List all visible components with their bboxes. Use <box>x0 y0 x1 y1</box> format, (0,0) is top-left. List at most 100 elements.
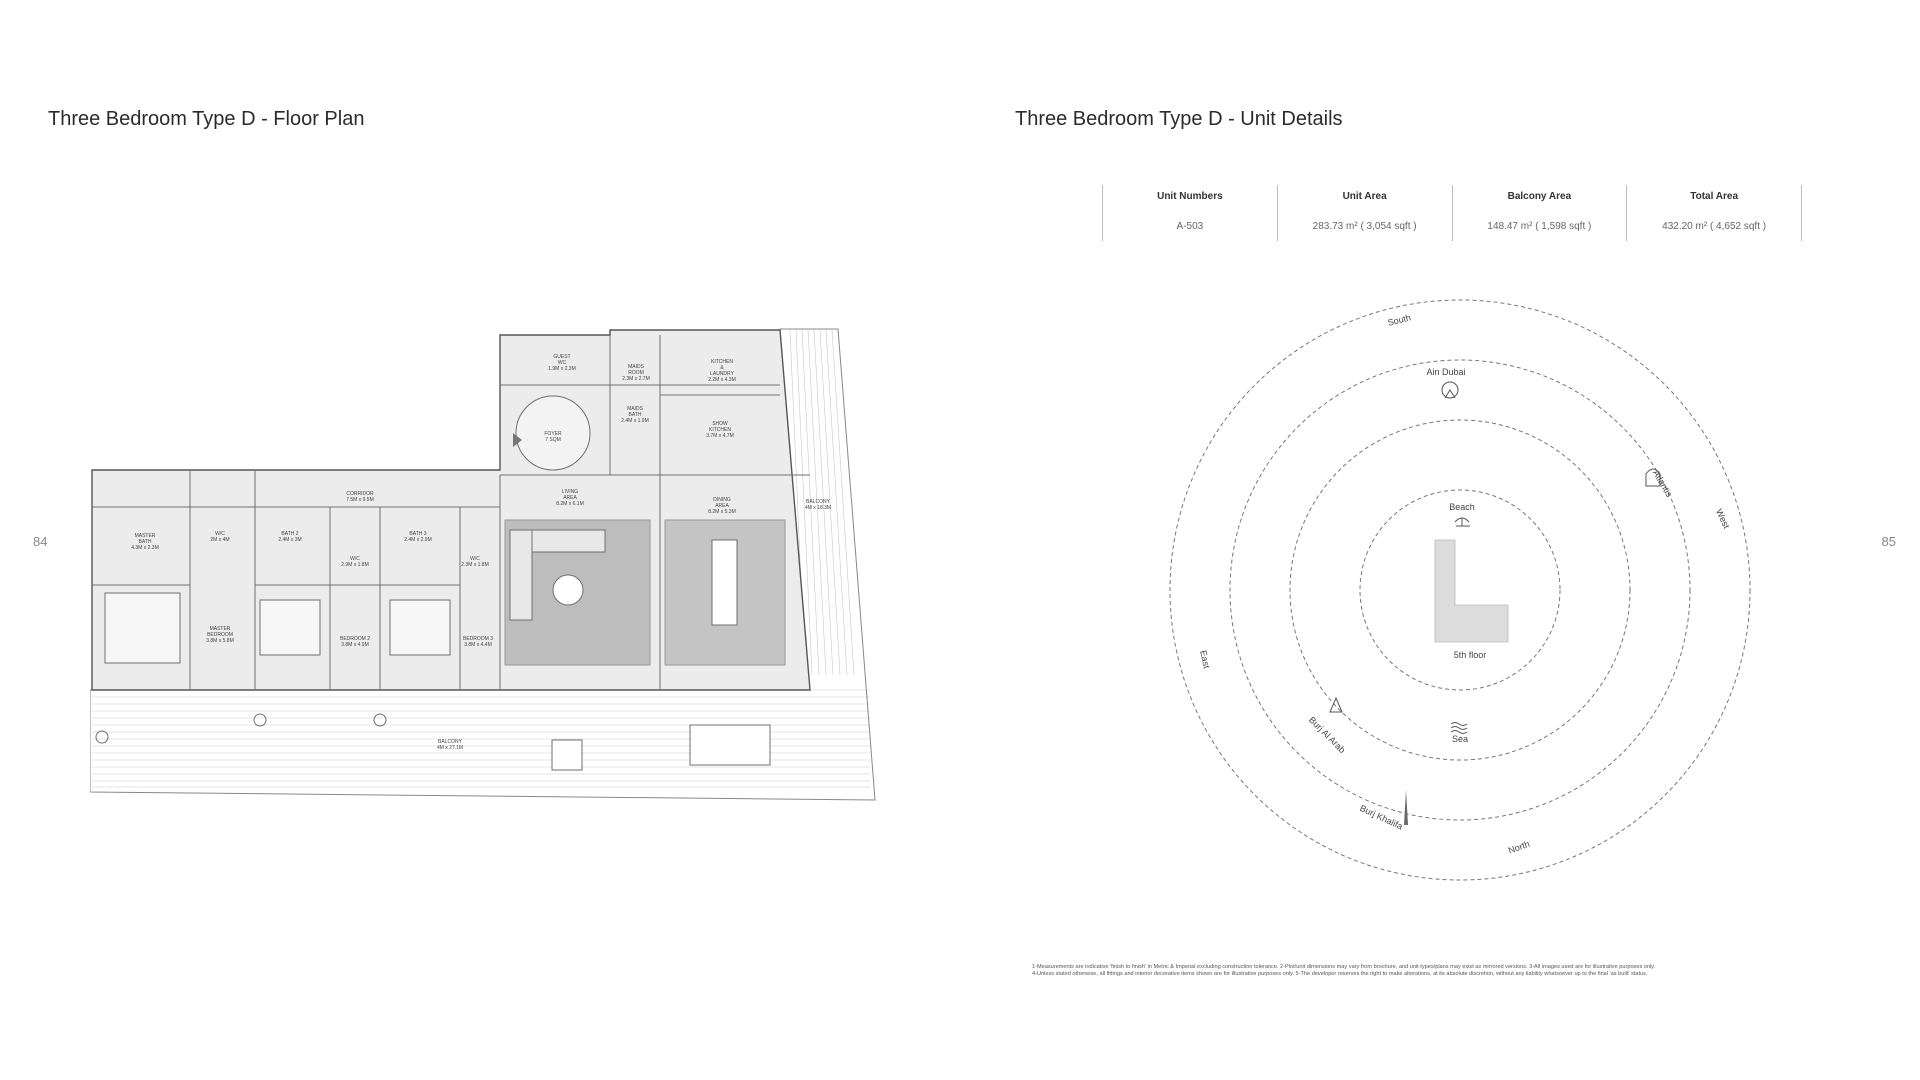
total-area-value: 432.20 m² ( 4,652 sqft ) <box>1662 221 1767 232</box>
svg-text:2.4M x 1.9M: 2.4M x 1.9M <box>621 418 649 424</box>
direction-south: South <box>1387 312 1412 327</box>
svg-text:ROOM: ROOM <box>628 370 644 376</box>
svg-text:SHOW: SHOW <box>712 421 728 427</box>
room-label-balcony-side: BALCONY <box>806 499 831 505</box>
svg-text:1.9M x 2.3M: 1.9M x 2.3M <box>548 366 576 372</box>
svg-text:MASTER: MASTER <box>135 533 156 539</box>
building-footprint-icon <box>1434 539 1509 643</box>
svg-text:3.8M x 4.9M: 3.8M x 4.9M <box>341 642 369 648</box>
svg-text:W/C: W/C <box>215 531 225 537</box>
svg-text:4.3M x 2.3M: 4.3M x 2.3M <box>131 545 159 551</box>
svg-text:4M x 27.1M: 4M x 27.1M <box>437 745 463 751</box>
page-number-left: 84 <box>33 534 48 549</box>
svg-text:MAIDS: MAIDS <box>628 364 645 370</box>
landmark-atlantis: Atlantis <box>1651 468 1675 499</box>
landmark-burj-al-arab: Burj Al Arab <box>1307 715 1347 755</box>
room-label-master-bedroom: MASTER <box>210 626 231 632</box>
room-label-wic-3: W/C <box>470 556 480 562</box>
room-label-bedroom-2: BEDROOM 2 <box>340 636 370 642</box>
svg-text:7 SQM: 7 SQM <box>545 437 561 443</box>
svg-text:8.2M x 6.1M: 8.2M x 6.1M <box>556 501 584 507</box>
svg-text:W/C: W/C <box>350 556 360 562</box>
svg-text:BEDROOM 3: BEDROOM 3 <box>463 636 493 642</box>
svg-text:2.4M x 2.9M: 2.4M x 2.9M <box>404 537 432 543</box>
svg-text:4M x 18.3M: 4M x 18.3M <box>805 505 831 511</box>
svg-text:2.3M x 1.8M: 2.3M x 1.8M <box>461 562 489 568</box>
room-label-foyer: FOYER <box>544 431 562 437</box>
room-label-kitchen-laundry: KITCHEN <box>711 359 733 365</box>
orientation-map: 5th floor South West North East Ain Duba… <box>1169 299 1751 881</box>
svg-text:7.5M x 9.5M: 7.5M x 9.5M <box>346 497 374 503</box>
unit-area-value: 283.73 m² ( 3,054 sqft ) <box>1312 221 1417 232</box>
svg-text:2.4M x 3M: 2.4M x 3M <box>278 537 301 543</box>
room-label-wic-master: W/C <box>215 531 225 537</box>
svg-text:BEDROOM 2: BEDROOM 2 <box>340 636 370 642</box>
svg-text:BALCONY: BALCONY <box>438 739 463 745</box>
inner-ring <box>1359 489 1561 691</box>
svg-text:3.7M x 4.7M: 3.7M x 4.7M <box>706 433 734 439</box>
room-label-master-bath: MASTER <box>135 533 156 539</box>
svg-text:CORRIDOR: CORRIDOR <box>346 491 374 497</box>
direction-east: East <box>1198 650 1212 670</box>
svg-text:AREA: AREA <box>563 495 577 501</box>
direction-north: North <box>1507 839 1531 856</box>
svg-text:LAUNDRY: LAUNDRY <box>710 371 734 377</box>
sail-tower-icon <box>1329 696 1343 713</box>
room-label-show-kitchen: SHOW <box>712 421 728 427</box>
middle-ring <box>1289 419 1631 761</box>
room-label-balcony-front: BALCONY <box>438 739 463 745</box>
svg-text:W/C: W/C <box>470 556 480 562</box>
col-unit-area: Unit Area 283.73 m² ( 3,054 sqft ) <box>1276 185 1452 241</box>
svg-text:3.8M x 5.8M: 3.8M x 5.8M <box>206 638 234 644</box>
ferris-wheel-icon <box>1441 381 1459 399</box>
outer-ring <box>1169 299 1751 881</box>
room-label-living-area: LIVING <box>562 489 579 495</box>
svg-text:FOYER: FOYER <box>544 431 562 437</box>
atlantis-icon <box>1645 468 1661 487</box>
page-number-right: 85 <box>1881 534 1896 549</box>
landmark-sea: Sea <box>1452 734 1468 744</box>
page-title-floor-plan: Three Bedroom Type D - Floor Plan <box>48 108 365 130</box>
svg-text:BATH: BATH <box>139 539 152 545</box>
col-unit-numbers: Unit Numbers A-503 <box>1102 185 1277 241</box>
svg-text:2.3M x 2.7M: 2.3M x 2.7M <box>622 376 650 382</box>
room-label-bath-3: BATH 3 <box>409 531 426 537</box>
unit-number-value: A-503 <box>1176 221 1204 232</box>
room-label-corridor: CORRIDOR <box>346 491 374 497</box>
room-label-wic-2: W/C <box>350 556 360 562</box>
col-total-area: Total Area 432.20 m² ( 4,652 sqft ) <box>1626 185 1802 241</box>
landmark-burj-khalifa: Burj Khalifa <box>1358 803 1404 832</box>
center-floor-label: 5th floor <box>1454 650 1487 660</box>
beach-umbrella-icon <box>1454 517 1470 527</box>
svg-text:KITCHEN: KITCHEN <box>711 359 733 365</box>
svg-text:GUEST: GUEST <box>553 354 570 360</box>
balcony-area-value: 148.47 m² ( 1,598 sqft ) <box>1487 221 1592 232</box>
landmark-ring <box>1229 359 1691 821</box>
svg-text:BATH 3: BATH 3 <box>409 531 426 537</box>
unit-details-table: Unit Numbers A-503 Unit Area 283.73 m² (… <box>1102 185 1802 241</box>
skyscraper-icon <box>1404 790 1408 825</box>
landmark-ain-dubai: Ain Dubai <box>1426 367 1465 377</box>
svg-text:BATH 2: BATH 2 <box>281 531 298 537</box>
floor-plan-drawing: GUEST WC 1.9M x 2.3M MAIDS ROOM 2.3M x 2… <box>90 328 876 801</box>
svg-text:BEDROOM: BEDROOM <box>207 632 233 638</box>
svg-text:LIVING: LIVING <box>562 489 579 495</box>
room-label-maids-room: MAIDS <box>628 364 645 370</box>
room-label-bedroom-3: BEDROOM 3 <box>463 636 493 642</box>
waves-icon <box>1450 722 1468 734</box>
svg-text:MASTER: MASTER <box>210 626 231 632</box>
direction-west: West <box>1714 507 1732 530</box>
room-label-maids-bath: MAIDS <box>627 406 644 412</box>
room-label-dining-area: DINING <box>713 497 731 503</box>
svg-text:BALCONY: BALCONY <box>806 499 831 505</box>
landmark-beach: Beach <box>1449 502 1475 512</box>
room-label-bath-2: BATH 2 <box>281 531 298 537</box>
svg-text:KITCHEN: KITCHEN <box>709 427 731 433</box>
svg-text:2.9M x 1.8M: 2.9M x 1.8M <box>341 562 369 568</box>
col-balcony-area: Balcony Area 148.47 m² ( 1,598 sqft ) <box>1451 185 1627 241</box>
room-label-guest-wc: GUEST <box>553 354 570 360</box>
svg-text:&: & <box>720 365 724 371</box>
svg-text:8.2M x 5.3M: 8.2M x 5.3M <box>708 509 736 515</box>
svg-text:2M x 4M: 2M x 4M <box>210 537 229 543</box>
svg-text:DINING: DINING <box>713 497 731 503</box>
